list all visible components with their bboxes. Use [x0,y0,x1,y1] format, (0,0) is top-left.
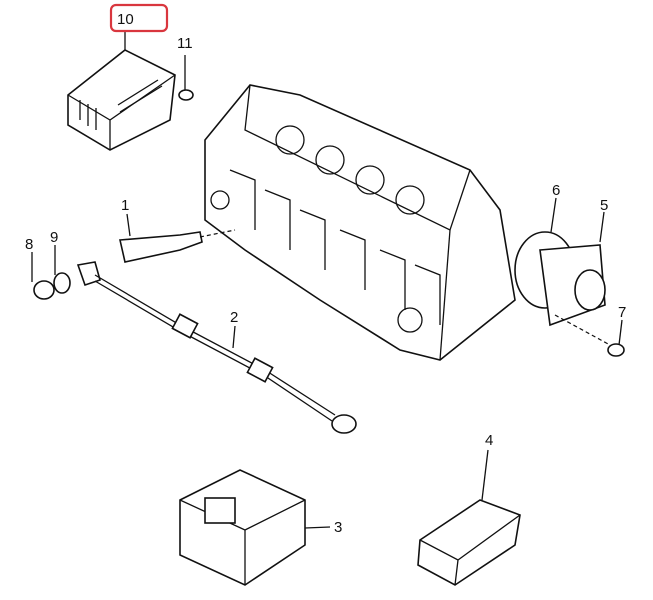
wiring-harness[interactable] [76,261,357,434]
bolt[interactable] [178,55,194,101]
relay-cover[interactable] [179,469,306,586]
nut[interactable] [33,280,55,300]
glow-plug[interactable] [119,229,236,263]
leader-lines [31,30,623,529]
callout-11[interactable]: 11 [177,35,193,52]
screw[interactable] [554,314,625,357]
callout-6[interactable]: 6 [552,182,560,199]
callout-2[interactable]: 2 [230,309,238,326]
callout-9[interactable]: 9 [50,229,58,246]
callout-8[interactable]: 8 [25,236,33,253]
cylinder-head [204,84,516,361]
callout-1[interactable]: 1 [121,197,129,214]
callout-10-highlight [109,3,169,33]
callout-4[interactable]: 4 [485,432,493,449]
callout-10[interactable]: 10 [117,11,134,28]
housing[interactable] [539,244,606,327]
callout-7[interactable]: 7 [618,304,626,321]
washer[interactable] [53,272,71,294]
glow-plug-control-module[interactable] [67,49,176,151]
callout-3[interactable]: 3 [334,519,342,536]
relay[interactable] [417,499,521,586]
callout-5[interactable]: 5 [600,197,608,214]
